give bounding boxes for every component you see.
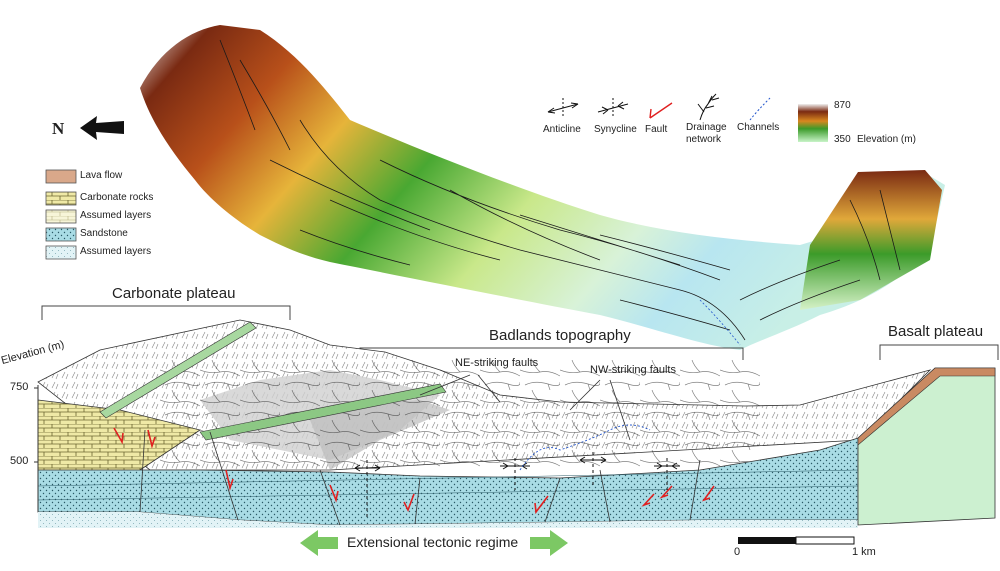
elevation-tick-500: 500	[10, 455, 29, 467]
fault-icon	[649, 102, 673, 119]
elevation-axis	[34, 385, 39, 512]
carbonate-swatch	[45, 191, 77, 206]
elevation-max-label: 870	[834, 100, 851, 111]
north-arrow-icon	[80, 116, 124, 140]
elevation-unit-label: Elevation (m)	[857, 134, 916, 145]
anticline-icon	[547, 98, 579, 118]
assumed-sandstone-swatch	[45, 245, 77, 260]
lava-swatch	[45, 169, 77, 184]
drainage-lines	[219, 39, 901, 341]
scale-bar	[738, 536, 855, 545]
legend-assumed-sandstone-label: Assumed layers	[80, 246, 152, 257]
syncline-icon	[597, 98, 629, 118]
fault-label: Fault	[645, 124, 668, 135]
block-diagram	[37, 319, 996, 528]
legend-carbonate-label: Carbonate rocks	[80, 192, 154, 203]
ne-faults-label: NE-striking faults	[455, 357, 539, 369]
basalt-plateau-title: Basalt plateau	[888, 323, 984, 340]
tectonic-arrows	[300, 530, 568, 556]
nw-faults-label: NW-striking faults	[590, 364, 676, 376]
legend-sandstone-label: Sandstone	[80, 228, 128, 239]
elevation-colorbar	[798, 104, 828, 142]
relief-right-plateau	[800, 170, 942, 310]
legend-assumed-carbonate-label: Assumed layers	[80, 210, 152, 221]
elevation-min-label: 350	[834, 134, 851, 145]
relief-surface	[140, 25, 945, 350]
north-label: N	[52, 119, 65, 138]
legend-lava-label: Lava flow	[80, 170, 123, 181]
carbonate-plateau-title: Carbonate plateau	[112, 285, 236, 302]
tectonic-regime-label: Extensional tectonic regime	[347, 534, 519, 550]
syncline-label: Synycline	[594, 124, 637, 135]
drainage-icon	[697, 93, 720, 121]
drainage-label-1: Drainage	[686, 122, 727, 133]
rock-legend	[45, 169, 77, 260]
assumed-carbonate-swatch	[45, 209, 77, 224]
channel-lines	[699, 299, 741, 346]
sandstone-swatch	[45, 227, 77, 242]
channels-icon	[749, 97, 771, 121]
scale-start-label: 0	[734, 546, 741, 558]
relief-map	[140, 25, 945, 350]
drainage-label-2: network	[686, 134, 722, 145]
elevation-tick-750: 750	[10, 381, 29, 393]
anticline-label: Anticline	[543, 124, 581, 135]
badlands-title: Badlands topography	[489, 327, 631, 344]
scale-end-label: 1 km	[852, 546, 876, 558]
channels-label: Channels	[737, 122, 780, 133]
